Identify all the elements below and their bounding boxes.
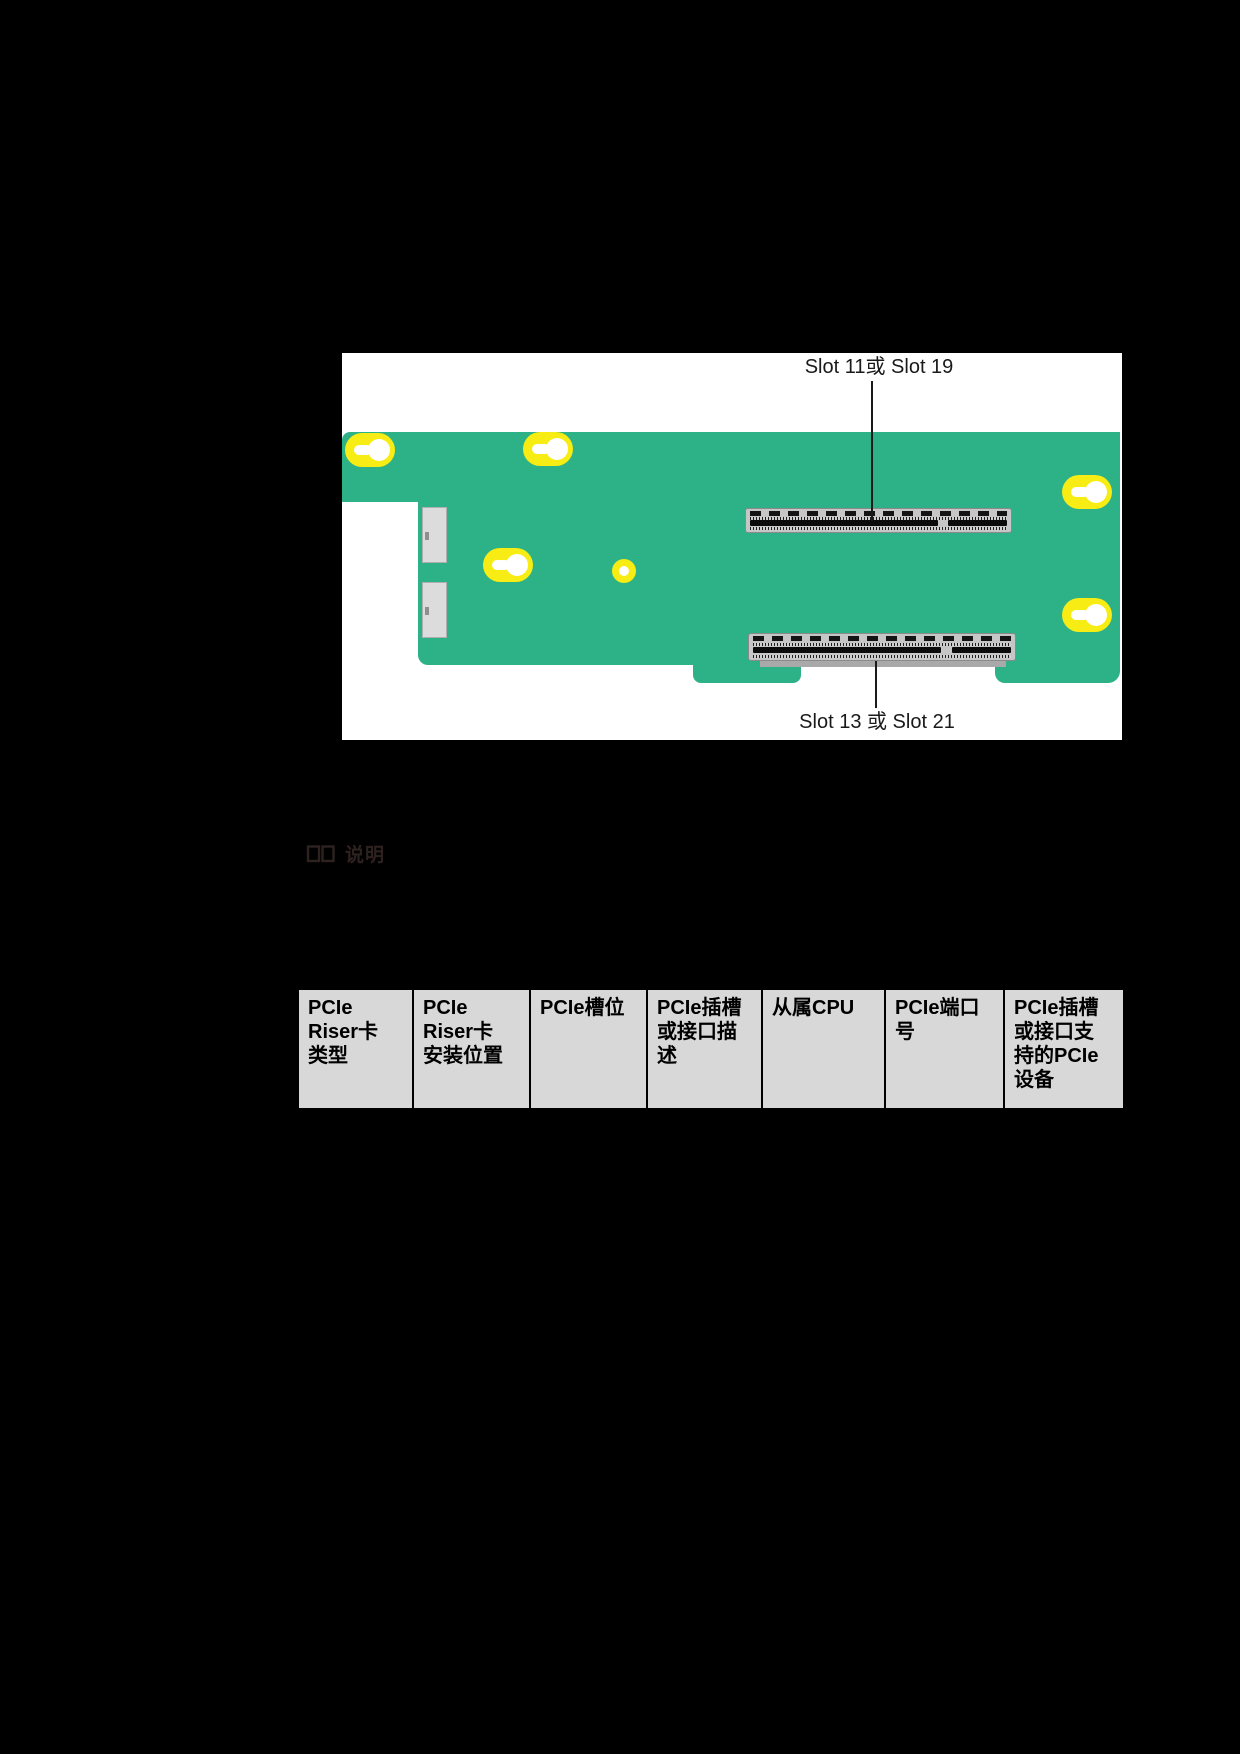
- col-header-riser-type: PCIe Riser卡 类型: [299, 990, 414, 1108]
- slot-pin-row: [750, 516, 1007, 520]
- connector-pin: [425, 607, 429, 615]
- slot-dash-row: [753, 636, 1011, 641]
- slot-pin-row: [753, 654, 1011, 658]
- pcie-table-header-row: PCIe Riser卡 类型 PCIe Riser卡 安装位置 PCIe槽位 P…: [297, 988, 1125, 1110]
- keyhole-standoff-icon: [1062, 598, 1112, 632]
- keyhole-stem: [1071, 610, 1089, 620]
- mounting-hole-icon: [612, 559, 636, 583]
- keyhole-standoff-icon: [523, 432, 573, 466]
- col-header-riser-position: PCIe Riser卡 安装位置: [414, 990, 531, 1108]
- col-header-slot-description: PCIe插槽 或接口描 述: [648, 990, 763, 1108]
- slot-dash-row: [750, 511, 1007, 516]
- keyhole-standoff-icon: [1062, 475, 1112, 509]
- mounting-hole-center: [619, 566, 629, 576]
- col-header-pcie-slot: PCIe槽位: [531, 990, 648, 1108]
- pcie-slot-upper: [745, 508, 1012, 533]
- keyhole-stem: [354, 445, 372, 455]
- slot-pin-row: [750, 526, 1007, 530]
- keyhole-standoff-icon: [345, 433, 395, 467]
- keyhole-hole: [506, 554, 528, 576]
- pcie-slot-lower: [748, 633, 1016, 661]
- open-book-icon: [306, 844, 335, 862]
- keyhole-hole: [546, 438, 568, 460]
- keyhole-stem: [492, 560, 510, 570]
- leader-line-upper: [871, 381, 873, 521]
- keyhole-standoff-icon: [483, 548, 533, 582]
- col-header-port-number: PCIe端口 号: [886, 990, 1005, 1108]
- col-header-supported-devices: PCIe插槽 或接口支 持的PCIe 设备: [1014, 997, 1099, 1091]
- connector-pin: [425, 532, 429, 540]
- col-header-cpu: 从属CPU: [763, 990, 886, 1108]
- slot-opening-short: [951, 647, 1011, 654]
- slot-opening-gap: [941, 647, 951, 653]
- slot-opening-gap: [938, 520, 948, 526]
- slot-label-lower: Slot 13 或 Slot 21: [799, 711, 955, 733]
- edge-connector: [422, 507, 447, 563]
- slot-opening-long: [753, 647, 942, 654]
- slot-opening: [753, 647, 1011, 654]
- slot-pin-row: [753, 642, 1011, 646]
- keyhole-hole: [1085, 604, 1107, 626]
- keyhole-stem: [532, 444, 550, 454]
- note-heading: 说明: [306, 840, 385, 867]
- keyhole-hole: [368, 439, 390, 461]
- riser-card-figure: Slot 11或 Slot 19 Slot 13 或 Slot 21: [342, 353, 1122, 740]
- slot-opening: [750, 520, 1007, 527]
- edge-connector: [422, 582, 447, 638]
- keyhole-hole: [1085, 481, 1107, 503]
- slot-opening-short: [947, 520, 1007, 527]
- keyhole-stem: [1071, 487, 1089, 497]
- slot-shadow: [760, 661, 1006, 667]
- note-label: 说明: [345, 845, 386, 866]
- slot-opening-long: [750, 520, 938, 527]
- slot-label-upper: Slot 11或 Slot 19: [804, 356, 954, 378]
- leader-line-lower: [875, 661, 877, 708]
